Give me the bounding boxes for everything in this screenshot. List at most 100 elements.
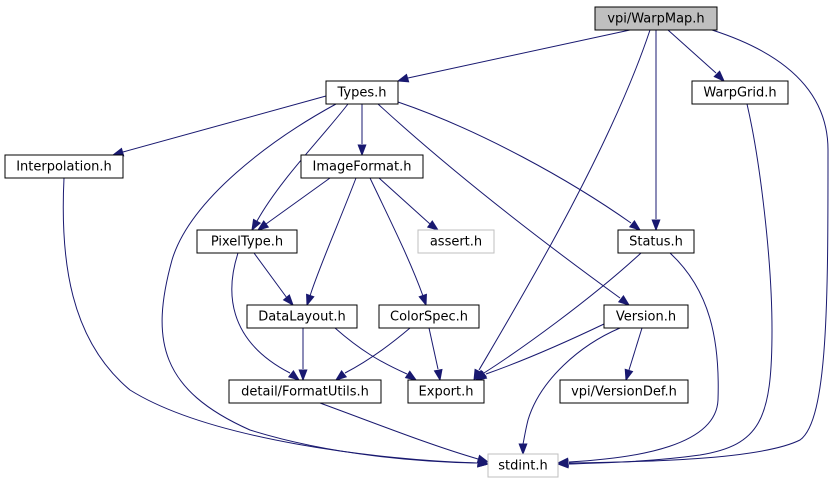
edge-colorspec-to-formatutils bbox=[334, 327, 411, 381]
edge-version-to-versiondef bbox=[624, 327, 643, 382]
node-box bbox=[617, 229, 695, 254]
node-types[interactable]: Types.h bbox=[325, 80, 399, 105]
node-label: assert.h bbox=[430, 235, 482, 250]
node-label: Version.h bbox=[616, 310, 676, 325]
arrowhead-icon bbox=[306, 293, 315, 307]
edge-imageformat-to-assert bbox=[378, 177, 440, 231]
edge-types-to-interpolation bbox=[111, 95, 327, 157]
edge-pixeltype-to-formatutils bbox=[231, 252, 301, 381]
arrowhead-icon bbox=[404, 370, 418, 381]
node-status[interactable]: Status.h bbox=[617, 229, 695, 254]
arrowhead-icon bbox=[651, 219, 661, 232]
arrowhead-icon bbox=[298, 369, 308, 382]
arrowhead-icon bbox=[357, 144, 367, 157]
edge-warpmap-to-status bbox=[651, 30, 661, 232]
edges-layer bbox=[62, 29, 829, 469]
arrowhead-icon bbox=[624, 368, 634, 382]
edge-warpmap-to-types bbox=[396, 29, 631, 83]
edge-version-to-export bbox=[474, 323, 605, 381]
edge-line bbox=[344, 327, 411, 374]
edge-types-to-pixeltype bbox=[251, 103, 349, 232]
node-label: Status.h bbox=[629, 235, 683, 250]
edge-types-to-imageformat bbox=[357, 104, 367, 157]
edge-line bbox=[265, 177, 331, 225]
edge-line bbox=[253, 252, 288, 299]
node-box bbox=[603, 304, 689, 329]
edge-version-to-stdint bbox=[518, 327, 621, 456]
arrowhead-icon bbox=[617, 294, 631, 306]
node-label: detail/FormatUtils.h bbox=[241, 385, 369, 400]
node-warpmap[interactable]: vpi/WarpMap.h bbox=[594, 6, 718, 31]
node-pixeltype[interactable]: PixelType.h bbox=[196, 229, 298, 254]
node-warpgrid[interactable]: WarpGrid.h bbox=[691, 80, 789, 105]
node-assert: assert.h bbox=[417, 229, 495, 254]
node-box bbox=[378, 304, 480, 329]
node-datalayout[interactable]: DataLayout.h bbox=[246, 304, 358, 329]
node-box bbox=[594, 6, 718, 31]
node-label: DataLayout.h bbox=[258, 310, 346, 325]
node-label: stdint.h bbox=[498, 459, 547, 474]
edge-line bbox=[568, 29, 829, 464]
node-label: vpi/WarpMap.h bbox=[607, 12, 704, 27]
node-label: PixelType.h bbox=[211, 235, 283, 250]
edge-line bbox=[428, 327, 439, 370]
edge-warpgrid-to-stdint bbox=[556, 103, 773, 469]
edge-line bbox=[377, 103, 621, 299]
arrowhead-icon bbox=[433, 368, 443, 382]
node-formatutils[interactable]: detail/FormatUtils.h bbox=[228, 379, 382, 404]
node-box bbox=[228, 379, 382, 404]
arrowhead-icon bbox=[418, 293, 427, 307]
edge-line bbox=[369, 177, 424, 297]
edge-formatutils-to-stdint bbox=[319, 402, 490, 464]
arrowhead-icon bbox=[287, 369, 301, 381]
arrowhead-icon bbox=[251, 218, 262, 232]
edge-line bbox=[319, 402, 479, 460]
node-label: Types.h bbox=[336, 86, 386, 101]
arrowhead-icon bbox=[474, 370, 488, 381]
node-colorspec[interactable]: ColorSpec.h bbox=[378, 304, 480, 329]
node-box bbox=[325, 80, 399, 105]
edge-warpmap-to-warpgrid bbox=[667, 29, 725, 82]
edge-datalayout-to-formatutils bbox=[298, 328, 308, 382]
node-version[interactable]: Version.h bbox=[603, 304, 689, 329]
node-label: Interpolation.h bbox=[16, 160, 112, 175]
edge-imageformat-to-datalayout bbox=[306, 177, 357, 307]
node-stdint: stdint.h bbox=[487, 453, 559, 478]
edge-line bbox=[62, 177, 478, 464]
edge-line bbox=[478, 29, 651, 371]
edge-line bbox=[483, 252, 642, 374]
node-box bbox=[487, 453, 559, 478]
edge-status-to-stdint bbox=[556, 252, 719, 467]
node-export[interactable]: Export.h bbox=[407, 379, 485, 404]
edge-line bbox=[378, 177, 431, 225]
node-versiondef[interactable]: vpi/VersionDef.h bbox=[559, 379, 689, 404]
edge-types-to-status bbox=[397, 101, 642, 231]
node-label: ColorSpec.h bbox=[390, 310, 468, 325]
edge-line bbox=[407, 29, 631, 79]
edge-datalayout-to-export bbox=[334, 327, 418, 381]
edge-line bbox=[122, 95, 327, 153]
arrowhead-icon bbox=[556, 457, 569, 467]
node-interpolation[interactable]: Interpolation.h bbox=[4, 154, 124, 179]
node-box bbox=[691, 80, 789, 105]
node-box bbox=[196, 229, 298, 254]
node-box bbox=[407, 379, 485, 404]
node-imageformat[interactable]: ImageFormat.h bbox=[300, 154, 424, 179]
edge-line bbox=[309, 177, 357, 297]
arrowhead-icon bbox=[334, 369, 348, 381]
arrowhead-icon bbox=[518, 443, 528, 456]
arrowhead-icon bbox=[282, 294, 294, 307]
edge-line bbox=[568, 103, 773, 465]
edge-line bbox=[485, 323, 605, 375]
edge-line bbox=[522, 327, 621, 445]
node-label: Export.h bbox=[419, 385, 474, 400]
edge-line bbox=[667, 29, 717, 74]
node-box bbox=[246, 304, 358, 329]
edge-imageformat-to-colorspec bbox=[369, 177, 427, 307]
node-label: vpi/VersionDef.h bbox=[571, 385, 677, 400]
edge-line bbox=[568, 252, 719, 463]
node-box bbox=[417, 229, 495, 254]
node-label: ImageFormat.h bbox=[313, 160, 412, 175]
